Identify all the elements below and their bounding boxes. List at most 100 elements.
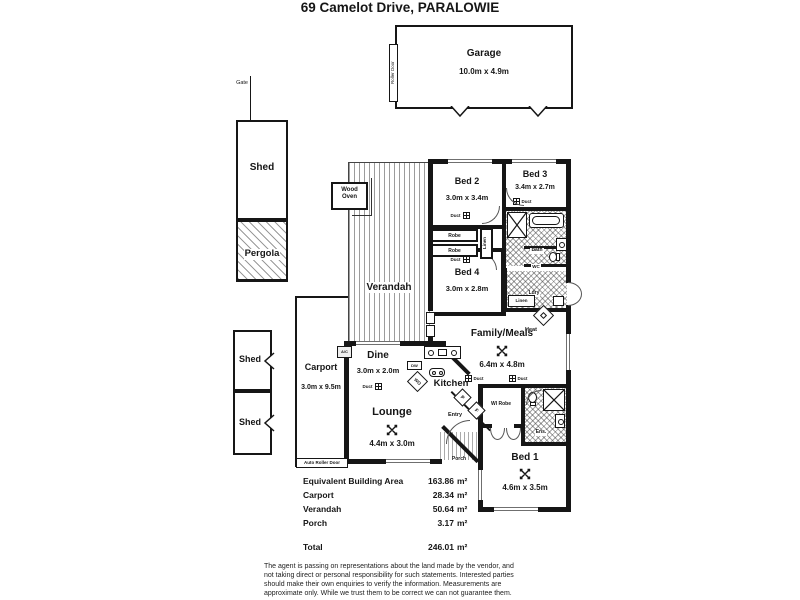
duct-icon bbox=[374, 383, 382, 390]
toilet-icon bbox=[549, 251, 560, 263]
garage-dims: 10.0m x 4.9m bbox=[459, 67, 509, 76]
heater-label: Heat bbox=[525, 327, 537, 333]
bed3-label: Bed 3 bbox=[522, 169, 548, 179]
door-arc bbox=[526, 390, 541, 405]
garage-notch-icon bbox=[450, 106, 470, 118]
window bbox=[448, 159, 492, 164]
window bbox=[478, 470, 483, 500]
garage-label: Garage bbox=[466, 48, 502, 59]
dishwasher-label: DW bbox=[407, 361, 422, 370]
wall bbox=[503, 268, 507, 312]
garage-notch-icon bbox=[528, 106, 548, 118]
table-row: Porch 3.17 m² bbox=[303, 518, 471, 532]
shed-middle-label: Shed bbox=[238, 354, 261, 364]
dine-dims: 3.0m x 2.0m bbox=[356, 366, 400, 375]
wall bbox=[428, 312, 506, 316]
duct-icon bbox=[462, 212, 470, 219]
robe-cupboard: Robe bbox=[431, 229, 478, 242]
wall bbox=[566, 390, 571, 512]
wall bbox=[502, 207, 571, 211]
duct-icon bbox=[462, 256, 470, 263]
family-meals-label: Family/Meals bbox=[470, 328, 534, 339]
door-arc bbox=[446, 420, 470, 444]
disclaimer: The agent is passing on representations … bbox=[264, 562, 564, 598]
cooktop-icon bbox=[424, 346, 461, 359]
garage-roller-door-label: Roller Door bbox=[389, 44, 398, 102]
disclaimer-line: approximate only. While we trust them to… bbox=[264, 590, 512, 597]
total-unit: m² bbox=[457, 542, 468, 552]
wall bbox=[428, 225, 506, 229]
ceiling-fan-icon bbox=[496, 345, 508, 357]
bed1-dims: 4.6m x 3.5m bbox=[502, 483, 548, 492]
shower-icon bbox=[543, 389, 565, 411]
ceiling-fan-icon bbox=[386, 424, 398, 436]
basin-icon bbox=[555, 414, 565, 428]
duct-marker: Duct bbox=[356, 382, 388, 391]
bathtub-icon bbox=[529, 213, 564, 228]
duct-marker: Duct bbox=[444, 211, 476, 220]
sink-icon bbox=[429, 368, 445, 377]
areas-table: Equivalent Building Area 163.86 m² Carpo… bbox=[303, 476, 471, 556]
wall bbox=[521, 442, 571, 446]
area-unit: m² bbox=[457, 490, 468, 500]
robe-cupboard: Robe bbox=[431, 244, 478, 257]
shed-notch-icon bbox=[263, 414, 275, 432]
duct-icon bbox=[464, 375, 472, 382]
carport-label: Carport bbox=[304, 362, 338, 372]
lounge-dims: 4.4m x 3.0m bbox=[369, 439, 415, 448]
wall bbox=[566, 159, 571, 283]
auto-roller-door-label: Auto Roller Door bbox=[296, 458, 348, 468]
window bbox=[512, 159, 556, 164]
shed-top-label: Shed bbox=[249, 162, 275, 173]
gate-label: Gate bbox=[236, 80, 248, 86]
wall bbox=[514, 424, 525, 428]
basin-icon bbox=[556, 238, 567, 251]
wall bbox=[502, 207, 506, 271]
dine-label: Dine bbox=[367, 350, 389, 361]
total-label: Total bbox=[303, 542, 323, 552]
bed4-dims: 3.0m x 2.8m bbox=[445, 284, 489, 293]
shed-notch-icon bbox=[263, 352, 275, 370]
gate-fence-line bbox=[250, 76, 251, 120]
area-label: Porch bbox=[303, 518, 328, 528]
table-row: Equivalent Building Area 163.86 m² bbox=[303, 476, 471, 490]
french-door bbox=[426, 325, 435, 337]
shed-top bbox=[236, 120, 288, 220]
door-arc bbox=[482, 206, 500, 224]
porch-label: Porch bbox=[450, 456, 468, 463]
area-unit: m² bbox=[457, 476, 468, 486]
laundry-trough-icon bbox=[553, 296, 564, 306]
linen-cupboard: Linen bbox=[508, 295, 535, 307]
french-door bbox=[426, 312, 435, 324]
wall bbox=[524, 246, 571, 249]
wall bbox=[502, 159, 506, 229]
linen-cupboard: Linen bbox=[480, 228, 493, 259]
garage-room bbox=[395, 25, 573, 109]
shed-bottom-label: Shed bbox=[238, 417, 261, 427]
disclaimer-line: should make their own enquiries to verif… bbox=[264, 581, 502, 588]
window bbox=[494, 507, 538, 512]
lounge-label: Lounge bbox=[372, 406, 412, 418]
door-arc bbox=[490, 428, 505, 440]
window bbox=[386, 459, 430, 464]
bed2-label: Bed 2 bbox=[454, 176, 480, 186]
laundry-label: Ldry bbox=[527, 290, 541, 297]
door-arc bbox=[506, 428, 521, 440]
ensuite-label: Ens. bbox=[534, 429, 548, 436]
shower-icon bbox=[507, 212, 527, 238]
area-label: Verandah bbox=[303, 504, 342, 514]
duct-marker: Duct bbox=[502, 374, 534, 383]
duct-icon bbox=[508, 375, 516, 382]
verandah-label: Verandah bbox=[365, 282, 413, 294]
wall bbox=[521, 384, 525, 446]
bed4-label: Bed 4 bbox=[454, 267, 480, 277]
ceiling-fan-icon bbox=[519, 468, 531, 480]
carport-dims: 3.0m x 9.5m bbox=[301, 384, 341, 391]
ac-unit-label: A/C bbox=[337, 346, 352, 358]
pergola-label: Pergola bbox=[243, 248, 281, 260]
area-value: 3.17 bbox=[437, 518, 454, 528]
wall bbox=[428, 159, 570, 164]
wood-oven-flue-line bbox=[371, 178, 372, 216]
duct-marker: Duct bbox=[458, 374, 490, 383]
